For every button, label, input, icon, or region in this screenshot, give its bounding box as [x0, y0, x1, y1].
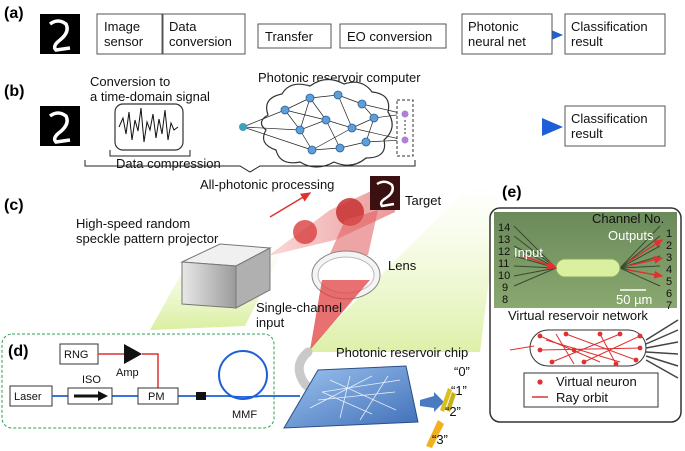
ch-3: 3 — [666, 252, 672, 264]
ch-10: 10 — [498, 270, 510, 282]
connector — [196, 392, 206, 400]
legend-orbit: Ray orbit — [556, 390, 608, 405]
panel-d-label: (d) — [8, 343, 28, 360]
lens-label: Lens — [388, 258, 417, 273]
box-image-sensor-line1: Image — [104, 19, 140, 34]
ch-2: 2 — [666, 240, 672, 252]
digit-image-a — [40, 14, 80, 54]
digit-image-b — [40, 106, 80, 146]
network-legend — [523, 372, 659, 408]
chip-label: Photonic reservoir chip — [336, 345, 468, 360]
svg-text:Laser: Laser — [14, 391, 42, 403]
input-label: Input — [514, 245, 543, 260]
iso-box — [67, 387, 113, 405]
mmf-output-fiber — [227, 395, 300, 398]
class-label-0: “0” — [454, 364, 470, 379]
panel-e-label: (e) — [502, 184, 522, 201]
green-fan-e — [305, 185, 500, 352]
ch-12: 12 — [498, 246, 510, 258]
target-image — [370, 176, 400, 210]
mmf-label: MMF — [232, 409, 257, 421]
panel-a-label: (a) — [4, 5, 24, 22]
box-eo-conversion: EO conversion — [339, 23, 447, 49]
scale-label: 50 µm — [616, 292, 652, 307]
ch-9: 9 — [502, 282, 508, 294]
amp-to-pm — [142, 353, 159, 394]
pm-box: PM — [137, 387, 179, 405]
svg-text:EO conversion: EO conversion — [347, 29, 432, 44]
chip-output-arrow — [420, 392, 444, 412]
laser-box: Laser — [9, 385, 53, 407]
focused-beam — [310, 280, 370, 350]
svg-text:Transfer: Transfer — [265, 29, 314, 44]
all-photonic-label: All-photonic processing — [200, 177, 334, 192]
class-label-1: “1” — [451, 383, 467, 398]
box-transfer: Transfer — [257, 23, 332, 49]
compression-bracket — [109, 150, 191, 157]
reservoir-title: Photonic reservoir computer — [258, 70, 421, 85]
panel-b-label: (b) — [4, 83, 24, 100]
all-photonic-bracket — [84, 160, 416, 173]
projector-cube — [180, 243, 272, 309]
network-title: Virtual reservoir network — [508, 308, 648, 323]
target-label: Target — [405, 193, 442, 208]
data-compression-label: Data compression — [116, 156, 221, 171]
time-domain-signal-box — [114, 103, 184, 151]
ch-14: 14 — [498, 222, 510, 234]
ch-4: 4 — [666, 264, 672, 276]
reservoir-cloud — [239, 78, 405, 168]
scan-arrow — [269, 192, 312, 218]
ch-8: 8 — [502, 294, 508, 306]
speckle-1 — [293, 220, 317, 244]
virtual-network — [509, 319, 679, 379]
svg-text:RNG: RNG — [64, 349, 88, 361]
ch-6: 6 — [666, 288, 672, 300]
svg-text:PM: PM — [148, 391, 165, 403]
amp-triangle — [124, 344, 142, 364]
panel-c-label: (c) — [4, 197, 24, 214]
channel-no-label: Channel No. — [592, 211, 664, 226]
amp-label: Amp — [116, 367, 139, 379]
legend-neuron: Virtual neuron — [556, 374, 637, 389]
beam-to-lens — [328, 210, 378, 258]
micrograph — [494, 212, 677, 308]
ch-7: 7 — [666, 300, 672, 312]
rng-box: RNG — [59, 343, 99, 365]
ch-5: 5 — [666, 276, 672, 288]
output-channels — [426, 388, 456, 448]
iso-label: ISO — [82, 374, 101, 386]
photonic-chip — [283, 365, 419, 429]
ch-11: 11 — [498, 258, 509, 270]
class-label-3: “3” — [432, 432, 448, 447]
readout-box — [396, 99, 414, 157]
ch-1: 1 — [666, 228, 672, 240]
ch-13: 13 — [498, 234, 510, 246]
class-label-2: “2” — [445, 404, 461, 419]
outputs-label: Outputs — [608, 228, 654, 243]
mmf-coil — [218, 350, 268, 400]
